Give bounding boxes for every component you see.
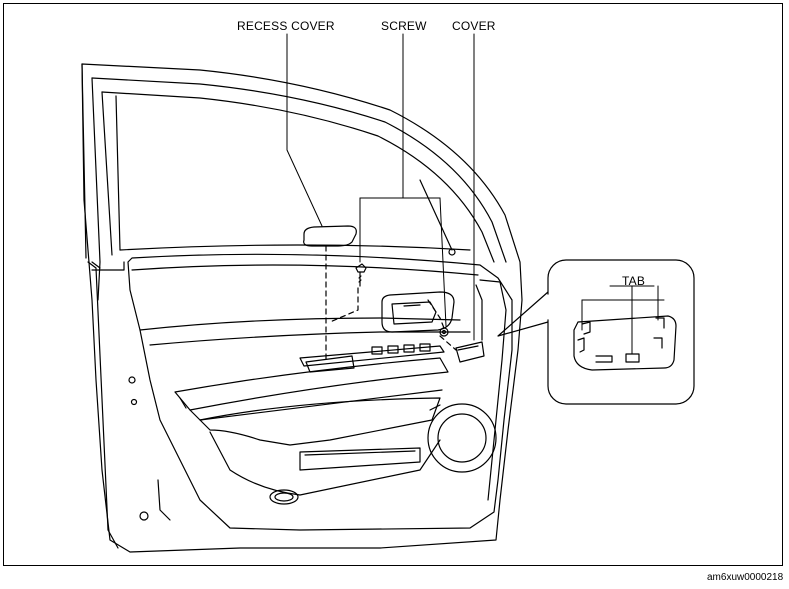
screw-label: SCREW	[381, 19, 427, 33]
cover-label: COVER	[452, 19, 496, 33]
installation-dashed-lines	[325, 245, 457, 361]
tab-detail-callout	[497, 259, 695, 405]
figure-frame	[3, 3, 783, 566]
window-frame	[115, 95, 456, 256]
leader-lines	[286, 33, 475, 341]
tab-label: TAB	[622, 274, 646, 288]
recess-cover-label: RECESS COVER	[237, 19, 335, 33]
figure-code: am6xuw0000218	[707, 572, 784, 583]
door-trim-panel	[127, 253, 513, 531]
recess-cover-part	[303, 225, 357, 247]
screw-parts	[355, 263, 449, 337]
door-shell	[81, 63, 523, 553]
cover-part	[455, 341, 485, 363]
